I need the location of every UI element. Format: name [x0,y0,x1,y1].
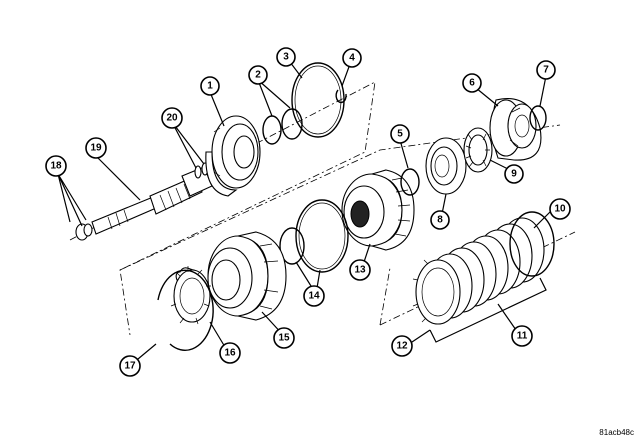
callout-label: 3 [283,52,289,63]
callout-19: 19 [85,137,107,159]
callout-label: 10 [554,204,566,215]
callout-label: 18 [50,161,62,172]
callout-label: 14 [308,291,320,302]
callout-label: 7 [543,65,549,76]
callout-8: 8 [430,210,450,230]
callout-1: 1 [200,76,220,96]
disc-pack-bracket [429,277,547,343]
callout-label: 13 [354,265,366,276]
part-17-snap-ring [157,269,214,351]
part-18-retaining-rings [75,223,93,241]
callout-17: 17 [119,355,141,377]
part-9-return-spring [463,127,493,173]
part-2-o-rings [262,108,303,145]
callout-label: 19 [90,143,102,154]
callout-label: 16 [224,348,236,359]
callout-label: 1 [207,81,213,92]
callout-20: 20 [161,107,183,129]
part-6-housing [489,98,542,161]
callout-15: 15 [273,327,295,349]
callout-18: 18 [45,155,67,177]
callout-10: 10 [549,198,571,220]
callout-label: 12 [396,341,408,352]
part-14-seal-rings [279,199,349,273]
part-8-piston [425,137,467,195]
callout-label: 17 [124,361,136,372]
callout-4: 4 [342,48,362,68]
callout-label: 8 [437,215,443,226]
callout-2: 2 [248,65,268,85]
part-5-snap-ring [400,168,420,196]
callout-label: 20 [166,113,178,124]
callout-14: 14 [303,285,325,307]
callout-5: 5 [390,124,410,144]
callout-13: 13 [349,259,371,281]
part-1-hub [205,115,261,197]
part-10-clutch-plate [509,211,555,277]
callout-label: 9 [511,169,517,180]
part-3-seal-ring [291,62,345,138]
callout-label: 2 [255,70,261,81]
part-7-snap-ring [529,105,547,131]
callout-16: 16 [219,342,241,364]
part-19-input-shaft [91,166,213,235]
figure-code: 81acb48c [599,428,634,437]
callout-12: 12 [391,335,413,357]
part-4-snap-ring [335,89,347,104]
callout-7: 7 [536,60,556,80]
callout-label: 15 [278,333,290,344]
part-11-clutch-disc-pack [412,217,545,325]
callout-label: 4 [349,53,355,64]
callout-9: 9 [504,164,524,184]
callout-label: 5 [397,129,403,140]
part-15-piston-drum [207,231,287,321]
callout-3: 3 [276,47,296,67]
part-16-splined-plate [170,266,211,325]
callout-label: 11 [517,331,528,342]
callout-label: 6 [469,78,475,89]
part-13-clutch-drum [341,169,415,251]
callout-11: 11 [511,325,533,347]
callout-6: 6 [462,73,482,93]
